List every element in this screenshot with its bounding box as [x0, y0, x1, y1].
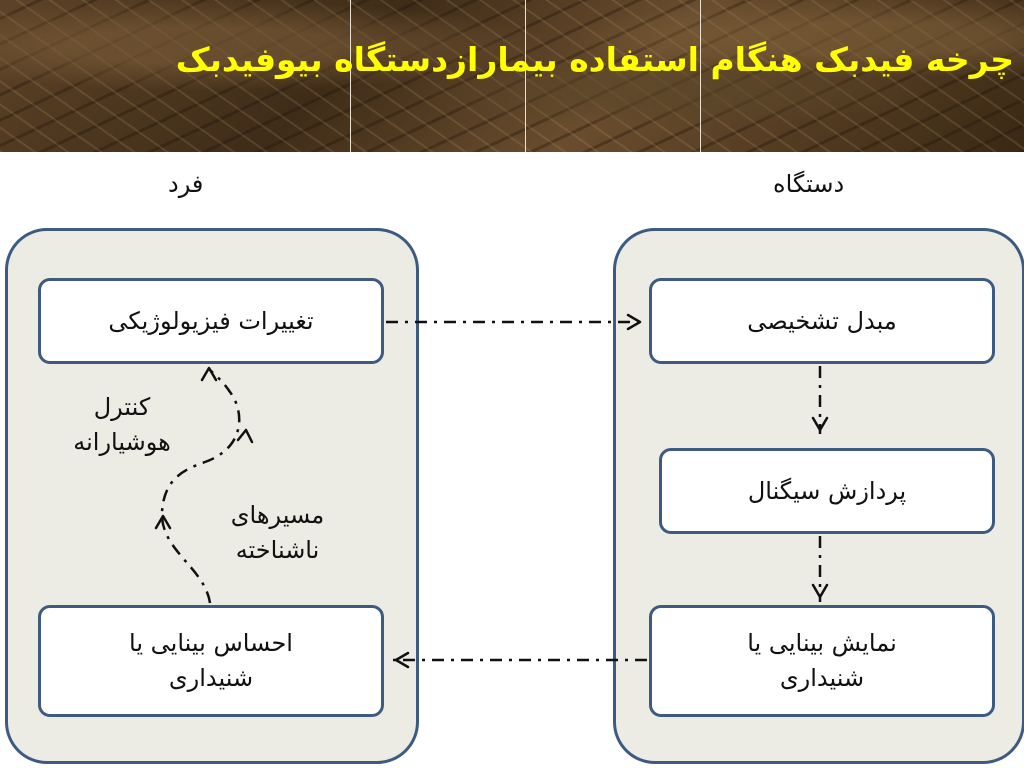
arrowhead-left — [394, 651, 410, 669]
slide-title: چرخه فیدبک هنگام استفاده بیمارازدستگاه ب… — [175, 40, 1014, 79]
arrowhead-up — [154, 514, 172, 530]
person-column-label: فرد — [168, 170, 204, 198]
title-banner — [0, 0, 1024, 152]
banner-tile-divider — [525, 0, 526, 152]
annotation-conscious-control: کنترل هوشیارانه — [73, 393, 171, 456]
node-physiological-changes: تغییرات فیزیولوژیکی — [38, 278, 384, 364]
node-diagnostic-converter: مبدل تشخیصی — [649, 278, 995, 364]
banner-tile-divider — [350, 0, 351, 152]
arrowhead-down — [811, 416, 829, 432]
arrowhead-up — [200, 366, 218, 382]
banner-tile-divider — [700, 0, 701, 152]
node-signal-processing: پردازش سیگنال — [659, 448, 995, 534]
arrow-feedback-loop — [160, 369, 241, 604]
arrowhead-up — [236, 428, 254, 444]
annotation-unknown-paths: مسیرهای ناشناخته — [230, 501, 325, 564]
arrowhead-right — [626, 313, 642, 331]
device-column-label: دستگاه — [773, 170, 845, 198]
node-visual-auditory-display: نمایش بینایی یا شنیداری — [649, 605, 995, 717]
arrowhead-down — [811, 583, 829, 599]
node-visual-auditory-sensation: احساس بینایی یا شنیداری — [38, 605, 384, 717]
